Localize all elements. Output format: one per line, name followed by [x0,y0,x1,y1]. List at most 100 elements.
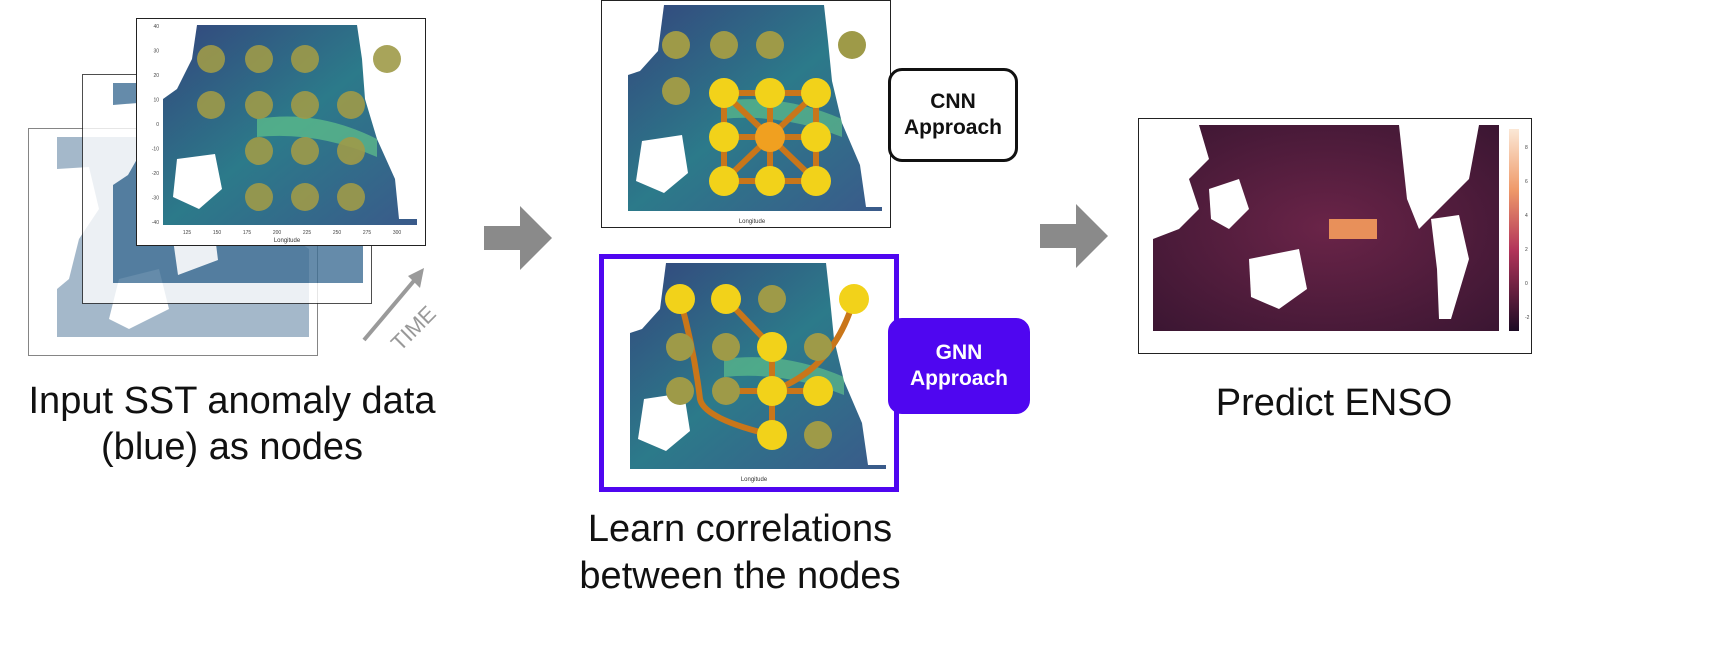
gnn-node [757,420,787,450]
x-tick-label: 225 [303,230,312,236]
colorbar [1509,129,1519,331]
learn-caption: Learn correlations between the nodes [560,506,920,600]
land-asia [163,25,197,99]
y-tick-label: -20 [152,171,159,177]
land-americas [357,25,417,219]
gnn-label-line1: GNN [935,341,983,364]
faded-node [712,377,740,405]
faded-node [662,31,690,59]
cnn-map-panel: Longitude [601,0,891,228]
faded-node [710,31,738,59]
gnn-node [711,284,741,314]
land-australia [173,154,222,209]
gnn-label-line2: Approach [909,367,1008,390]
colorbar-tick-label: 2 [1525,247,1528,253]
gnn-approach-label: GNN Approach [888,318,1030,414]
faded-node [291,45,319,73]
faded-node [756,31,784,59]
learn-caption-line1: Learn correlations [587,508,893,550]
x-tick-label: 275 [363,230,372,236]
faded-node [245,137,273,165]
faded-node [197,45,225,73]
faded-node [666,377,694,405]
land-australia [636,135,688,193]
enso-prediction-panel: 8 6 4 2 0 -2 [1138,118,1532,354]
warm-band [722,99,842,137]
flow-arrow-1 [484,206,552,270]
y-tick-label: 10 [153,98,159,104]
y-tick-label: -40 [152,220,159,226]
x-axis-label: Longitude [274,238,301,244]
faded-node [337,137,365,165]
colorbar-tick-label: -2 [1525,315,1530,321]
gnn-edge [677,296,775,438]
cnn-node [755,166,785,196]
cnn-node [801,122,831,152]
land-south-america [1431,215,1469,319]
x-tick-label: 200 [273,230,282,236]
colorbar-tick-label: 0 [1525,281,1528,287]
x-tick-label: 150 [213,230,222,236]
faded-node [197,91,225,119]
faded-node [662,77,690,105]
gnn-map-panel: Longitude [599,254,899,492]
land-australia [1249,249,1307,309]
land-americas [824,5,882,207]
x-tick-label: 125 [183,230,192,236]
time-arrow [362,268,424,342]
y-tick-label: -10 [152,147,159,153]
land-maritime [1209,179,1249,229]
faded-node [804,333,832,361]
y-tick-label: 40 [153,24,159,30]
faded-node [245,91,273,119]
x-axis-label: Longitude [741,477,768,483]
cnn-node [801,78,831,108]
colorbar-tick-label: 8 [1525,145,1528,151]
land-north-america [1399,125,1479,229]
cnn-approach-label: CNN Approach [888,68,1018,162]
cnn-label-line2: Approach [903,116,1002,139]
cnn-node [709,122,739,152]
faded-node [245,183,273,211]
y-tick-label: -30 [152,196,159,202]
input-caption: Input SST anomaly data (blue) as nodes [22,378,442,470]
x-tick-label: 300 [393,230,402,236]
input-caption-line2: (blue) as nodes [101,426,363,468]
cnn-node [709,166,739,196]
cnn-node [801,166,831,196]
gnn-node [665,284,695,314]
flow-arrow-2 [1040,204,1108,268]
cnn-node [755,78,785,108]
faded-node [291,91,319,119]
gnn-node [803,376,833,406]
faded-node [838,31,866,59]
cnn-center-node [755,122,785,152]
land-asia [628,5,664,75]
land-asia [1153,125,1209,239]
gnn-node [757,332,787,362]
y-tick-label: 30 [153,49,159,55]
faded-node [666,333,694,361]
x-tick-label: 175 [243,230,252,236]
learn-caption-line2: between the nodes [579,555,901,597]
cnn-node [709,78,739,108]
x-axis-label: Longitude [739,219,766,225]
x-tick-label: 250 [333,230,342,236]
colorbar-tick-label: 4 [1525,213,1528,219]
faded-node [373,45,401,73]
faded-node [291,183,319,211]
colorbar-tick-label: 6 [1525,179,1528,185]
faded-node [712,333,740,361]
faded-node [804,421,832,449]
land-asia [630,263,666,333]
y-tick-label: 0 [156,122,159,128]
input-caption-line1: Input SST anomaly data [28,380,436,422]
predict-caption: Predict ENSO [1215,382,1453,424]
warm-band [257,116,377,157]
gnn-node [839,284,869,314]
gnn-node [757,376,787,406]
faded-node [245,45,273,73]
faded-node [291,137,319,165]
faded-node [337,91,365,119]
